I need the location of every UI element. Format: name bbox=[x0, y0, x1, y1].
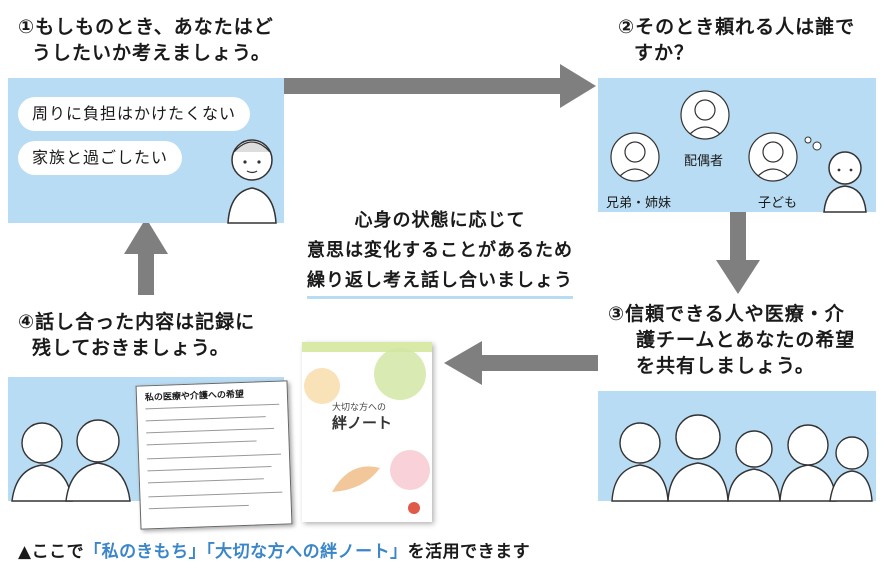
caption-item-1: 「私のきもち」 bbox=[84, 542, 207, 562]
center-message-line2: 意思は変化することがあるため bbox=[307, 240, 573, 261]
document-title: 私の医療や介護への希望 bbox=[144, 389, 245, 404]
elderly-couple-illustration bbox=[11, 419, 131, 502]
sibling-icon bbox=[610, 132, 660, 182]
document-line bbox=[147, 453, 282, 460]
spouse-icon bbox=[680, 90, 730, 140]
step1-title: ①もしものとき、あなたはど うしたいか考えましょう。 bbox=[8, 8, 284, 78]
document-line bbox=[145, 403, 280, 410]
caption-prefix: ▲ここで bbox=[18, 542, 85, 562]
wish-item-1: 周りに負担はかけたくない bbox=[18, 97, 251, 131]
step1-panel: ①もしものとき、あなたはど うしたいか考えましょう。 周りに負担はかけたくない … bbox=[8, 8, 284, 224]
document-line bbox=[145, 416, 266, 422]
center-message: 心身の状態に応じて 意思は変化することがあるため 繰り返し考え話し合いましょう bbox=[290, 206, 590, 299]
child-icon bbox=[748, 132, 798, 182]
step3-title-line1: ③信頼できる人や医療・介 bbox=[608, 303, 845, 325]
arrow-down-icon bbox=[716, 212, 760, 294]
step4-title-line2: 残しておきましょう。 bbox=[32, 337, 230, 359]
elderly-man-illustration bbox=[227, 139, 277, 224]
thinking-bubble-icon bbox=[804, 136, 822, 151]
booklet-title: 絆ノート bbox=[332, 414, 393, 432]
step1-title-line1: ①もしものとき、あなたはど bbox=[18, 16, 274, 38]
document-line bbox=[148, 504, 249, 510]
wishes-document: 私の医療や介護への希望 bbox=[135, 380, 293, 530]
elderly-man-illustration bbox=[823, 151, 867, 213]
arrow-right-icon bbox=[284, 64, 596, 108]
document-line bbox=[146, 427, 275, 434]
step3-title-line2: 護チームとあなたの希望 bbox=[636, 329, 856, 351]
center-message-line1: 心身の状態に応じて bbox=[354, 210, 526, 231]
step4-panel: ④話し合った内容は記録に 残しておきましょう。 bbox=[8, 295, 284, 502]
step4-title-line1: ④話し合った内容は記録に bbox=[18, 311, 256, 333]
caption-item-2: 「大切な方への絆ノート」 bbox=[206, 542, 408, 562]
document-line bbox=[146, 440, 257, 446]
kizuna-note-booklet: 大切な方への 絆ノート bbox=[302, 342, 432, 522]
center-message-line3: 繰り返し考え話し合いましょう bbox=[307, 266, 573, 299]
bottom-caption: ▲ここで「私のきもち」「大切な方への絆ノート」を活用できます bbox=[18, 537, 530, 562]
caption-suffix: を活用できます bbox=[407, 542, 531, 562]
document-line bbox=[147, 466, 272, 472]
document-line bbox=[147, 478, 264, 484]
step3-title-line3: を共有しましょう。 bbox=[636, 355, 815, 377]
step2-panel: ②そのとき頼れる人は誰で すか？ 配偶者 兄弟・姉妹 子ども bbox=[598, 8, 876, 213]
step1-title-line2: うしたいか考えましょう。 bbox=[32, 42, 271, 64]
wish-item-2: 家族と過ごしたい bbox=[18, 141, 183, 175]
document-line bbox=[148, 491, 283, 498]
family-group-illustration bbox=[611, 414, 873, 502]
person-label-spouse: 配偶者 bbox=[684, 154, 724, 169]
step2-title-line2: すか？ bbox=[634, 42, 695, 64]
step3-title: ③信頼できる人や医療・介 護チームとあなたの希望 を共有しましょう。 bbox=[598, 295, 876, 391]
leaf-decoration-icon bbox=[302, 342, 432, 514]
arrow-up-icon bbox=[124, 218, 168, 298]
step2-title: ②そのとき頼れる人は誰で すか？ bbox=[598, 8, 876, 78]
arrow-left-icon bbox=[444, 341, 600, 385]
booklet-subtitle: 大切な方への bbox=[332, 403, 387, 413]
person-label-child: 子ども bbox=[758, 196, 798, 211]
step2-title-line1: ②そのとき頼れる人は誰で bbox=[618, 16, 856, 38]
step3-panel: ③信頼できる人や医療・介 護チームとあなたの希望 を共有しましょう。 bbox=[598, 295, 876, 502]
person-label-sibling: 兄弟・姉妹 bbox=[606, 196, 672, 211]
step4-title: ④話し合った内容は記録に 残しておきましょう。 bbox=[8, 295, 284, 377]
